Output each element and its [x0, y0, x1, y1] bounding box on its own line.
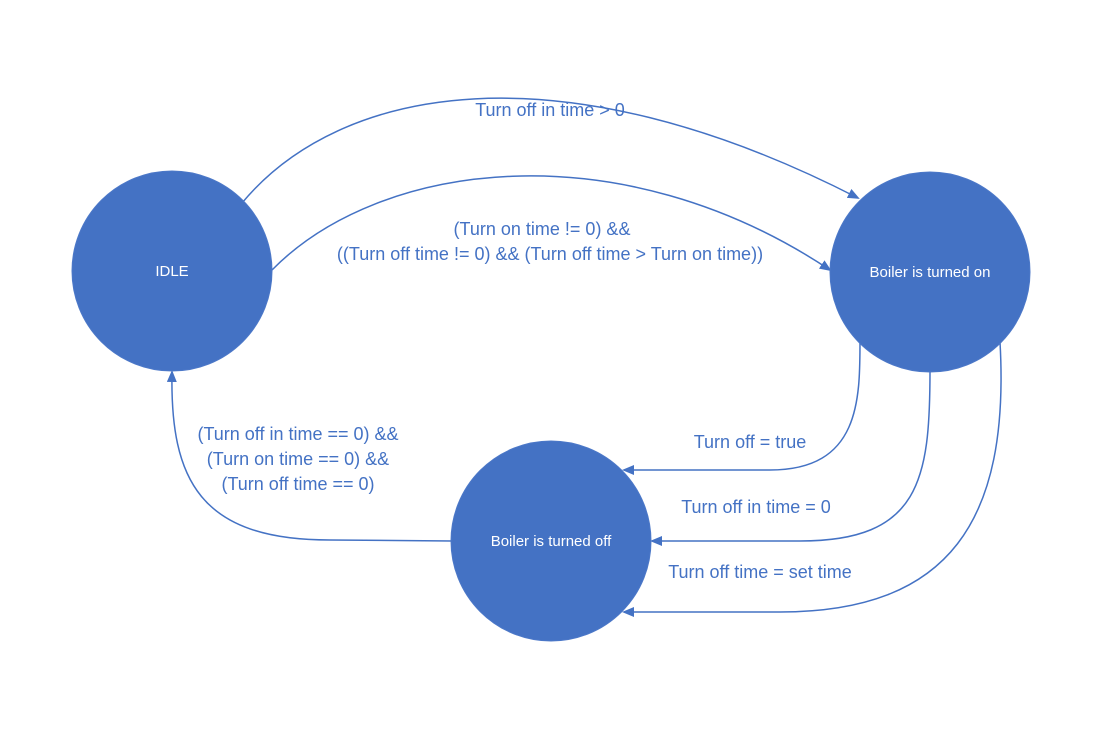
label-idle-to-on-middle-line2: ((Turn off time != 0) && (Turn off time …	[337, 244, 763, 264]
edge-on-to-off-2	[650, 369, 931, 546]
label-off-to-idle-line1: (Turn off in time == 0) &&	[197, 424, 398, 444]
state-label-on: Boiler is turned on	[870, 264, 991, 281]
label-idle-to-on-top: Turn off in time > 0	[475, 100, 625, 120]
label-idle-to-on-middle-line1: (Turn on time != 0) &&	[454, 219, 631, 239]
edge-idle-to-on-middle	[271, 175, 832, 272]
label-off-to-idle-line2: (Turn on time == 0) &&	[207, 449, 389, 469]
state-node-idle	[71, 170, 273, 372]
label-on-to-off-2: Turn off in time = 0	[681, 497, 831, 517]
label-off-to-idle-line3: (Turn off time == 0)	[221, 474, 374, 494]
edge-idle-to-on-top	[241, 97, 860, 204]
label-on-to-off-1: Turn off = true	[694, 432, 807, 452]
state-label-idle: IDLE	[155, 263, 188, 280]
edge-on-to-off-1	[622, 339, 861, 475]
state-label-off: Boiler is turned off	[491, 533, 612, 550]
edge-off-to-idle	[166, 370, 453, 542]
label-on-to-off-3: Turn off time = set time	[668, 562, 852, 582]
edge-on-to-off-3	[622, 341, 1002, 617]
state-node-on	[829, 171, 1031, 373]
state-node-off	[450, 440, 652, 642]
